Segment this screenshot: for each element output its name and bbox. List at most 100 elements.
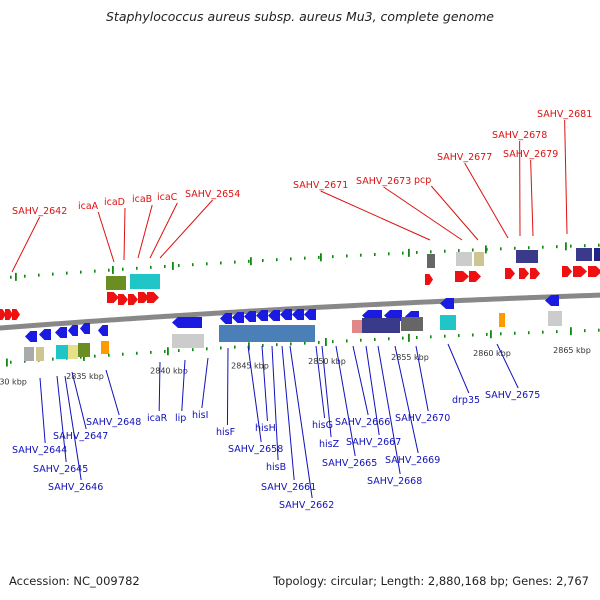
forward-track-minor-tick (108, 268, 110, 272)
forward-track-minor-tick (276, 258, 278, 262)
scale-major-tick (248, 342, 250, 351)
reverse-leader-line (447, 343, 470, 394)
scale-major-tick (570, 327, 572, 336)
feature-box (516, 250, 538, 263)
reverse-gene-arrow (440, 298, 454, 309)
forward-gene-label: icaD (104, 197, 125, 208)
reverse-track-minor-tick (402, 336, 404, 340)
reverse-gene-arrow (304, 309, 316, 320)
reverse-gene-label: lip (175, 413, 186, 424)
reverse-leader-line (56, 375, 67, 463)
reverse-track-minor-tick (136, 351, 138, 355)
forward-leader-line (97, 211, 115, 263)
reverse-track-minor-tick (598, 328, 600, 332)
forward-track-minor-tick (24, 274, 26, 278)
reverse-leader-line (315, 345, 326, 419)
forward-track-minor-tick (10, 275, 12, 279)
scale-tick-label: 2840 kbp (150, 366, 188, 375)
forward-gene-arrow (425, 274, 433, 285)
reverse-gene-arrow (80, 323, 90, 334)
reverse-track-minor-tick (80, 355, 82, 359)
forward-gene-label: SAHV_2679 (503, 149, 558, 160)
feature-box (172, 334, 204, 348)
reverse-track-minor-tick (346, 339, 348, 343)
feature-box (78, 343, 90, 357)
reverse-gene-label: hisB (266, 462, 286, 473)
feature-box (594, 248, 600, 261)
forward-track-major-tick (485, 245, 487, 254)
reverse-gene-arrow (268, 310, 280, 321)
reverse-track-minor-tick (360, 338, 362, 342)
forward-track-major-tick (565, 242, 567, 251)
feature-box (219, 325, 315, 342)
reverse-track-minor-tick (262, 343, 264, 347)
reverse-gene-label: SAHV_2667 (346, 437, 401, 448)
reverse-leader-line (289, 345, 313, 499)
reverse-gene-label: SAHV_2670 (395, 413, 450, 424)
reverse-gene-label: SAHV_2644 (12, 445, 67, 456)
reverse-track-minor-tick (374, 337, 376, 341)
scale-major-tick (490, 330, 492, 339)
reverse-leader-line (105, 369, 120, 416)
reverse-gene-arrow (39, 329, 51, 340)
forward-gene-arrow (455, 271, 469, 282)
forward-track-minor-tick (94, 269, 96, 273)
reverse-leader-line (64, 375, 82, 481)
forward-gene-arrow (138, 292, 149, 303)
feature-box (427, 254, 435, 268)
feature-box (24, 347, 34, 361)
forward-track-minor-tick (150, 265, 152, 269)
forward-track-minor-tick (514, 246, 516, 250)
reverse-track-minor-tick (290, 342, 292, 346)
reverse-gene-arrow (55, 327, 67, 338)
reverse-gene-label: SAHV_2668 (367, 476, 422, 487)
forward-track-minor-tick (500, 247, 502, 251)
forward-track-minor-tick (318, 255, 320, 259)
forward-leader-line (159, 199, 214, 259)
reverse-gene-label: hisG (312, 420, 333, 431)
feature-box (474, 252, 484, 266)
forward-leader-line (123, 207, 126, 261)
reverse-gene-label: SAHV_2646 (48, 482, 103, 493)
forward-track-minor-tick (220, 261, 222, 265)
scale-tick-label: 2855 kbp (391, 353, 429, 362)
forward-track-minor-tick (290, 257, 292, 261)
forward-track-minor-tick (584, 244, 586, 248)
forward-gene-label: icaC (157, 192, 178, 203)
reverse-gene-arrow (280, 309, 292, 320)
forward-track-minor-tick (206, 262, 208, 266)
reverse-track-minor-tick (318, 340, 320, 344)
forward-track-minor-tick (234, 260, 236, 264)
forward-gene-arrow (505, 268, 515, 279)
reverse-leader-line (39, 377, 46, 444)
reverse-track-minor-tick (444, 334, 446, 338)
forward-track-minor-tick (164, 264, 166, 268)
forward-gene-label: pcp (414, 175, 431, 186)
reverse-leader-line (271, 345, 279, 461)
scale-tick-label: 2850 kbp (308, 357, 346, 366)
reverse-track-minor-tick (304, 341, 306, 345)
reverse-leader-line (71, 371, 87, 430)
forward-gene-arrow (573, 266, 587, 277)
reverse-gene-label: icaR (147, 413, 168, 424)
reverse-gene-arrow (232, 312, 244, 323)
reverse-gene-label: hisZ (319, 439, 340, 450)
forward-track-minor-tick (416, 250, 418, 254)
reverse-gene-label: SAHV_2669 (385, 455, 440, 466)
reverse-track-minor-tick (556, 330, 558, 334)
reverse-leader-line (247, 345, 262, 443)
reverse-track-minor-tick (122, 352, 124, 356)
forward-track-minor-tick (542, 245, 544, 249)
forward-track-minor-tick (262, 258, 264, 262)
forward-leader-line (11, 216, 41, 273)
forward-track-minor-tick (360, 253, 362, 257)
forward-track-major-tick (172, 261, 174, 270)
feature-box (101, 341, 109, 354)
forward-gene-label: SAHV_2677 (437, 152, 492, 163)
accession-text: Accession: NC_009782 (9, 574, 140, 588)
forward-gene-label: SAHV_2654 (185, 189, 240, 200)
reverse-gene-arrow (545, 295, 559, 306)
reverse-track-minor-tick (164, 349, 166, 353)
reverse-track-minor-tick (150, 350, 152, 354)
